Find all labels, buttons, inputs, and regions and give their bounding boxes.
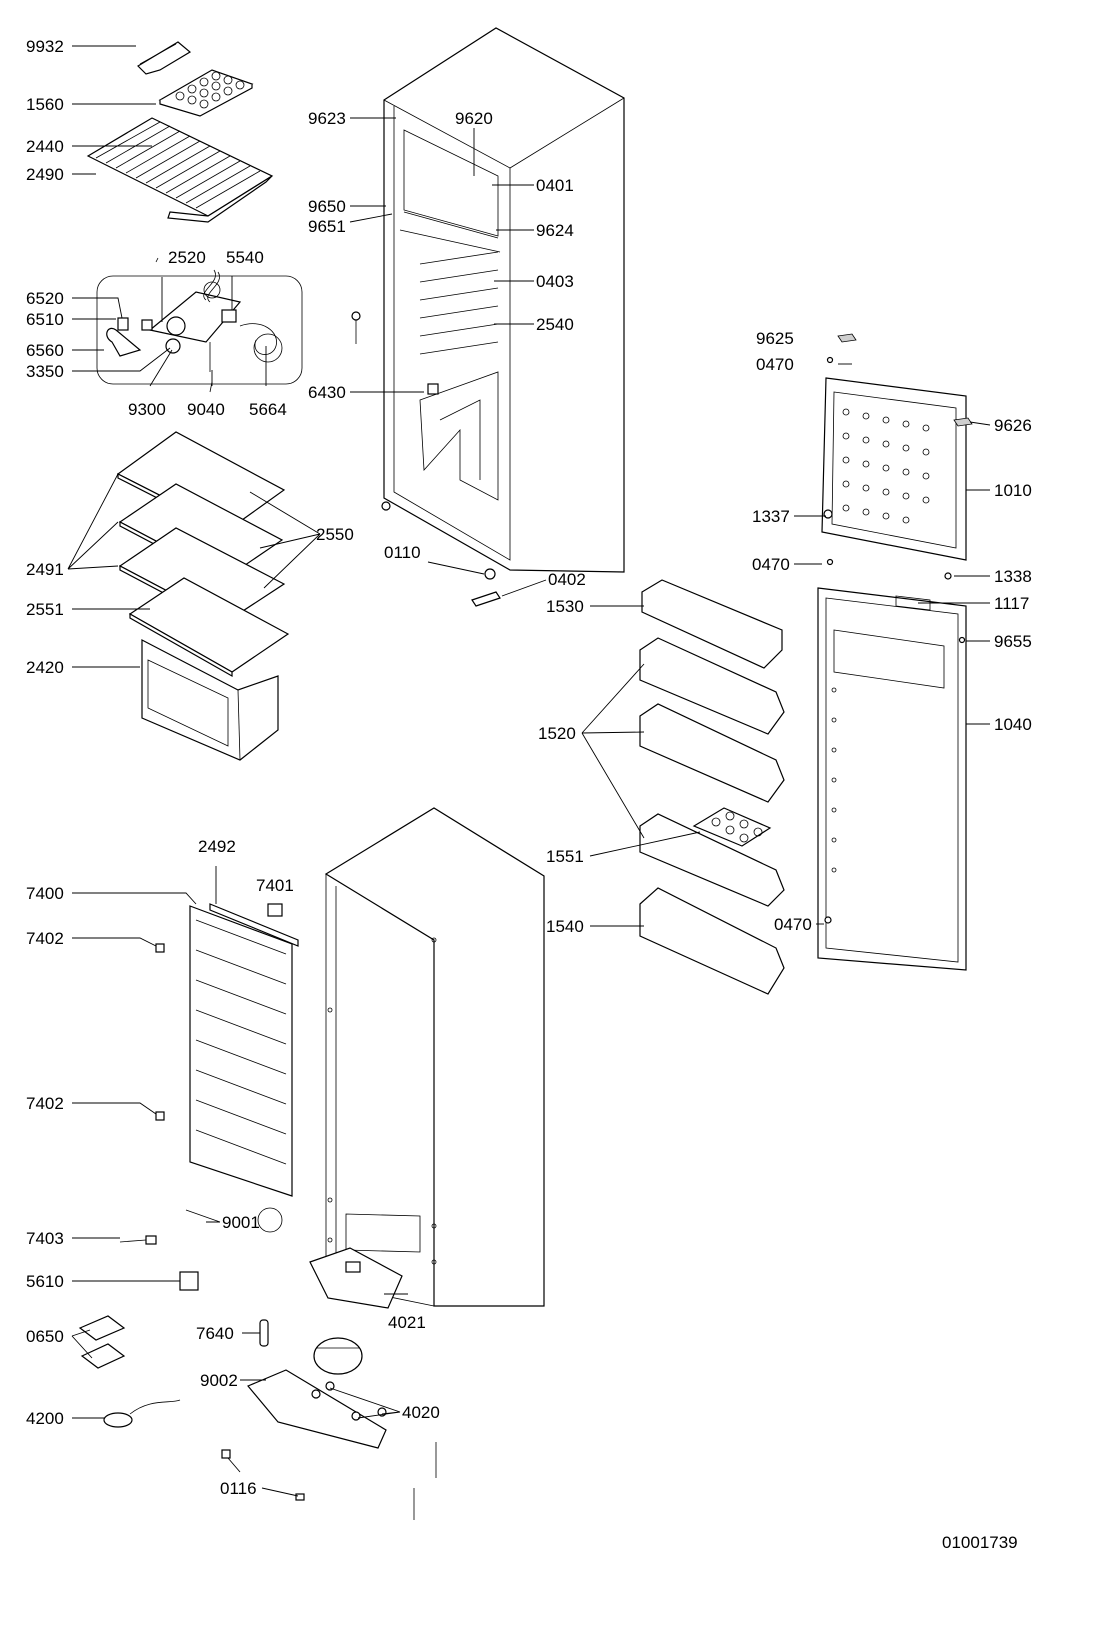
part-label: 2551	[26, 600, 64, 619]
part-label: 9002	[200, 1371, 238, 1390]
part-label: 0402	[548, 570, 586, 589]
part-label: 4200	[26, 1409, 64, 1428]
part-label: 1117	[994, 594, 1029, 613]
door-pin-part	[351, 311, 361, 344]
part-label: 9651	[308, 217, 346, 236]
clip-part-a	[155, 943, 165, 953]
part-label: 6510	[26, 310, 64, 329]
part-label: 3350	[26, 362, 64, 381]
screw-parts	[221, 1442, 437, 1520]
part-label: 9625	[756, 329, 794, 348]
part-label: 9655	[994, 632, 1032, 651]
part-label: 1337	[752, 507, 790, 526]
part-label: 6520	[26, 289, 64, 308]
part-label: 2540	[536, 315, 574, 334]
part-label: 7401	[256, 876, 294, 895]
compressor-tray-part	[309, 1247, 403, 1309]
part-label: 7402	[26, 929, 64, 948]
part-label: 7403	[26, 1229, 64, 1248]
part-labels: 9932 1560 2440 2490 2520 5540 6520 6510 …	[26, 37, 1032, 1552]
part-label: 0650	[26, 1327, 64, 1346]
drawing-number: 01001739	[942, 1533, 1018, 1552]
part-label: 9620	[455, 109, 493, 128]
part-label: 0470	[774, 915, 812, 934]
door-shelf-1520-a	[639, 637, 785, 735]
part-label: 9650	[308, 197, 346, 216]
ice-tray-part	[158, 69, 254, 117]
freezer-door-panel	[821, 333, 973, 580]
part-label: 2492	[198, 837, 236, 856]
clip-part-b	[155, 1111, 165, 1121]
door-shelf-1530	[641, 579, 783, 669]
part-label: 9623	[308, 109, 346, 128]
part-label: 7640	[196, 1324, 234, 1343]
part-label: 1560	[26, 95, 64, 114]
part-label: 1338	[994, 567, 1032, 586]
cable-part	[119, 1235, 157, 1245]
hinge-bracket-part	[471, 591, 501, 607]
crisper-drawer-part	[141, 639, 279, 761]
part-label: 9300	[128, 400, 166, 419]
fridge-cabinet-lower	[324, 807, 545, 1307]
part-label: 7400	[26, 884, 64, 903]
door-shelf-1540	[639, 887, 785, 995]
paper-labels-part	[78, 1315, 126, 1369]
part-label: 2520	[168, 248, 206, 267]
leader-lines	[67, 45, 991, 1497]
part-label: 4021	[388, 1313, 426, 1332]
part-label: 0470	[752, 555, 790, 574]
part-label: 9040	[187, 400, 225, 419]
glass-shelf-stack	[116, 431, 290, 678]
part-label: 0401	[536, 176, 574, 195]
part-label: 5664	[249, 400, 287, 419]
compressor-part	[247, 1337, 387, 1449]
door-shelf-1520-b	[639, 703, 785, 803]
fridge-door-panel	[817, 587, 967, 971]
part-label: 7402	[26, 1094, 64, 1113]
drier-filter-part	[259, 1319, 269, 1347]
part-label: 5610	[26, 1272, 64, 1291]
part-label: 1551	[546, 847, 584, 866]
relay-block-part	[179, 1271, 199, 1291]
part-label: 1530	[546, 597, 584, 616]
freezer-wire-shelf-part	[86, 117, 274, 223]
part-label: 9624	[536, 221, 574, 240]
part-label: 0116	[220, 1479, 257, 1498]
part-label: 9626	[994, 416, 1032, 435]
part-label: 1520	[538, 724, 576, 743]
part-label: 2420	[26, 658, 64, 677]
part-label: 1010	[994, 481, 1032, 500]
part-label: 2440	[26, 137, 64, 156]
thermostat-housing-group	[96, 257, 303, 393]
part-label: 0110	[384, 543, 421, 562]
part-label: 2490	[26, 165, 64, 184]
part-label: 1540	[546, 917, 584, 936]
part-label: 0403	[536, 272, 574, 291]
part-label: 4020	[402, 1403, 440, 1422]
capacitor-part	[103, 1399, 181, 1428]
part-label: 9932	[26, 37, 64, 56]
part-label: 2491	[26, 560, 64, 579]
part-label: 9001	[222, 1213, 260, 1232]
part-label: 5540	[226, 248, 264, 267]
part-label: 6560	[26, 341, 64, 360]
egg-tray-part	[692, 807, 772, 847]
condenser-coil-part	[189, 903, 299, 1233]
fridge-cabinet-upper	[381, 27, 625, 580]
part-label: 2550	[316, 525, 354, 544]
part-label: 1040	[994, 715, 1032, 734]
part-label: 0470	[756, 355, 794, 374]
part-label: 6430	[308, 383, 346, 402]
ice-scraper-part	[137, 41, 192, 75]
